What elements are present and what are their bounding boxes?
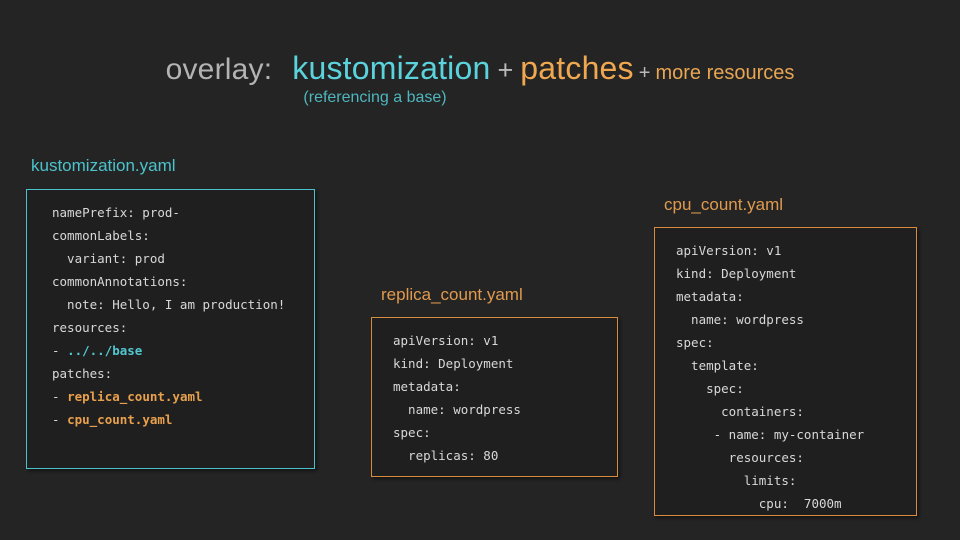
code-token: cpu_count.yaml [67, 412, 173, 427]
code-token: replicas: 80 [393, 448, 499, 463]
code-token: - name: my-container [676, 427, 865, 442]
code-token: containers: [676, 404, 804, 419]
heading-subtitle-row: (referencing a base) [0, 89, 960, 107]
code-token: ../../base [67, 343, 143, 358]
code-token: template: [676, 358, 759, 373]
code-token: replica_count.yaml [67, 389, 203, 404]
heading-patches-word: patches [520, 50, 634, 86]
code-token: spec: [676, 335, 714, 350]
code-box-kustomization: namePrefix: prod- commonLabels: variant:… [26, 189, 315, 469]
code-token: limits: [676, 473, 797, 488]
heading-plus-icon-2: + [638, 62, 651, 84]
code-token: - [52, 412, 68, 427]
code-token: - [52, 389, 68, 404]
code-content-cpu-count: apiVersion: v1 kind: Deployment metadata… [655, 228, 916, 515]
slide-heading: overlay:kustomization+patches+more resou… [0, 48, 960, 95]
code-token: kind: Deployment [393, 356, 514, 371]
code-token: spec: [676, 381, 744, 396]
code-token: patches: [52, 366, 113, 381]
code-token: commonAnnotations: [52, 274, 188, 289]
code-box-cpu-count: apiVersion: v1 kind: Deployment metadata… [654, 227, 917, 516]
code-token: namePrefix: prod- [52, 205, 180, 220]
code-box-replica-count: apiVersion: v1 kind: Deployment metadata… [371, 317, 618, 477]
code-token: resources: [52, 320, 128, 335]
code-token: resources: [676, 450, 804, 465]
code-content-kustomization: namePrefix: prod- commonLabels: variant:… [27, 190, 314, 431]
heading-overlay-label: overlay: [165, 53, 273, 86]
code-content-replica-count: apiVersion: v1 kind: Deployment metadata… [372, 318, 617, 467]
panel-label-replica-count: replica_count.yaml [381, 285, 523, 304]
code-token: spec: [393, 425, 431, 440]
code-token: note: Hello, I am production! [52, 297, 286, 312]
code-token: cpu: 7000m [676, 496, 842, 511]
code-token: name: wordpress [676, 312, 804, 327]
code-token: - [52, 343, 68, 358]
heading-line: overlay:kustomization+patches+more resou… [0, 48, 960, 95]
heading-subtitle: (referencing a base) [303, 89, 447, 106]
heading-kustomization-word: kustomization [292, 50, 491, 86]
heading-more-resources: more resources [655, 62, 795, 84]
code-token: metadata: [393, 379, 461, 394]
code-token: apiVersion: v1 [393, 333, 499, 348]
code-token: variant: prod [52, 251, 165, 266]
code-token: kind: Deployment [676, 266, 797, 281]
panel-label-kustomization: kustomization.yaml [31, 156, 176, 175]
code-token: apiVersion: v1 [676, 243, 782, 258]
heading-plus-icon-1: + [497, 55, 514, 85]
code-token: metadata: [676, 289, 744, 304]
code-token: name: wordpress [393, 402, 521, 417]
code-token: commonLabels: [52, 228, 150, 243]
panel-label-cpu-count: cpu_count.yaml [664, 195, 784, 214]
